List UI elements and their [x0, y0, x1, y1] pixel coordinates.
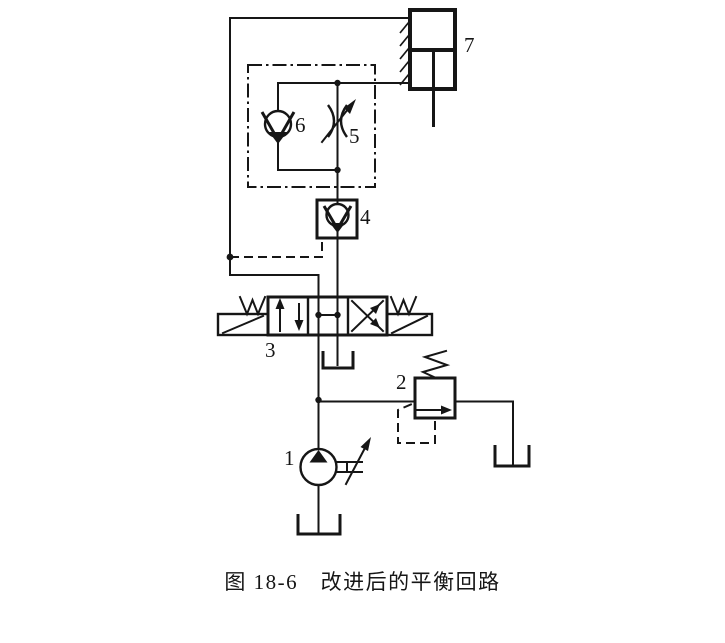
tank-relief-symbol	[493, 445, 531, 468]
throttle-valve-symbol: 5	[320, 99, 360, 148]
pilot-check-valve-label: 4	[360, 205, 371, 229]
relief-valve-label: 2	[396, 370, 407, 394]
directional-valve-symbol: 3	[216, 295, 434, 362]
solenoid-right-icon	[385, 312, 434, 337]
relief-valve-symbol: 2	[396, 349, 457, 420]
subplate-boundary	[247, 64, 376, 188]
throttle-valve-label: 5	[349, 124, 360, 148]
check-valve-label: 6	[295, 113, 306, 137]
piping-lines	[226, 17, 514, 533]
solenoid-left-icon	[216, 312, 270, 337]
spring-left-icon	[238, 295, 267, 317]
pilot-check-valve-symbol: 4	[315, 198, 371, 240]
figure-caption: 图 18-6 改进后的平衡回路	[224, 570, 501, 594]
check-valve-symbol: 6	[260, 109, 306, 144]
directional-valve-label: 3	[265, 338, 276, 362]
tank-pump-symbol	[296, 514, 342, 536]
mount-hatching-icon	[399, 21, 410, 86]
pump-label: 1	[284, 446, 295, 470]
spring-icon	[420, 349, 451, 380]
tank-valve-symbol	[321, 351, 355, 370]
cylinder-symbol: 7	[399, 8, 475, 127]
pump-symbol: 1	[284, 437, 371, 487]
spring-right-icon	[389, 295, 418, 317]
cylinder-label: 7	[464, 33, 475, 57]
